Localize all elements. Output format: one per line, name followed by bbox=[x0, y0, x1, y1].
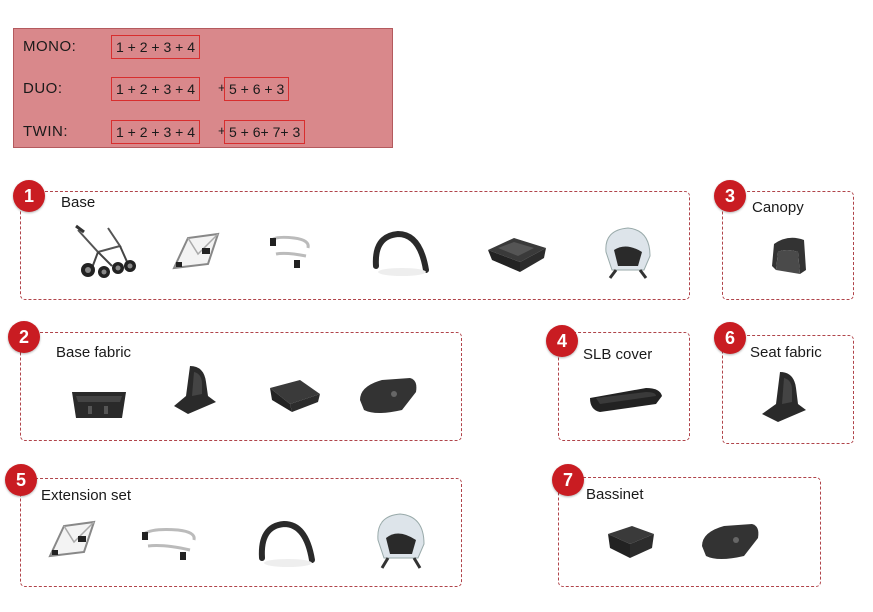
badge-1: 1 bbox=[13, 180, 45, 212]
slb-cover-icon bbox=[586, 384, 666, 416]
extension-rain-cover-icon bbox=[368, 508, 432, 572]
title-canopy: Canopy bbox=[752, 199, 804, 216]
legend-row-duo: DUO: 1 + 2 + 3 + 4 + 5 + 6 + 3 bbox=[14, 77, 392, 103]
rain-cover-icon bbox=[596, 222, 658, 282]
bassinet-cover-icon bbox=[698, 516, 764, 566]
apron-icon bbox=[264, 374, 324, 418]
badge-7: 7 bbox=[552, 464, 584, 496]
title-base-fabric: Base fabric bbox=[56, 344, 131, 361]
badge-5: 5 bbox=[5, 464, 37, 496]
badge-2: 2 bbox=[8, 321, 40, 353]
legend-label-mono: MONO: bbox=[23, 38, 76, 55]
legend-row-twin: TWIN: 1 + 2 + 3 + 4 + 5 + 6+ 7+ 3 bbox=[14, 120, 392, 146]
bumper-bar-icon bbox=[368, 226, 432, 278]
seat-fabric-icon-6 bbox=[756, 368, 810, 426]
title-slb-cover: SLB cover bbox=[583, 346, 652, 363]
combination-legend: MONO: 1 + 2 + 3 + 4 DUO: 1 + 2 + 3 + 4 +… bbox=[13, 28, 393, 148]
carrycot-base-icon bbox=[484, 228, 550, 276]
legend-label-twin: TWIN: bbox=[23, 123, 68, 140]
chassis-icon bbox=[68, 222, 138, 280]
badge-6: 6 bbox=[714, 322, 746, 354]
frame-clips-icon bbox=[266, 232, 316, 272]
carrycot-fabric-icon bbox=[68, 384, 130, 424]
badge-3: 3 bbox=[714, 180, 746, 212]
formula-mono-1: 1 + 2 + 3 + 4 bbox=[111, 35, 200, 59]
formula-duo-2: 5 + 6 + 3 bbox=[224, 77, 289, 101]
formula-twin-1: 1 + 2 + 3 + 4 bbox=[111, 120, 200, 144]
extension-bumper-bar-icon bbox=[254, 516, 318, 568]
footmuff-icon bbox=[356, 370, 420, 420]
title-seat-fabric: Seat fabric bbox=[750, 344, 822, 361]
title-extension-set: Extension set bbox=[41, 487, 131, 504]
title-bassinet: Bassinet bbox=[586, 486, 644, 503]
seat-frame-icon bbox=[168, 228, 226, 276]
extension-seat-frame-icon bbox=[44, 516, 102, 564]
legend-row-mono: MONO: 1 + 2 + 3 + 4 bbox=[14, 35, 392, 61]
seat-fabric-icon-2 bbox=[168, 362, 222, 418]
badge-4: 4 bbox=[546, 325, 578, 357]
legend-label-duo: DUO: bbox=[23, 80, 63, 97]
title-base: Base bbox=[61, 194, 95, 211]
bassinet-body-icon bbox=[604, 522, 658, 562]
extension-clips-icon bbox=[138, 524, 204, 564]
formula-duo-1: 1 + 2 + 3 + 4 bbox=[111, 77, 200, 101]
canopy-icon bbox=[764, 230, 814, 280]
formula-twin-2: 5 + 6+ 7+ 3 bbox=[224, 120, 305, 144]
